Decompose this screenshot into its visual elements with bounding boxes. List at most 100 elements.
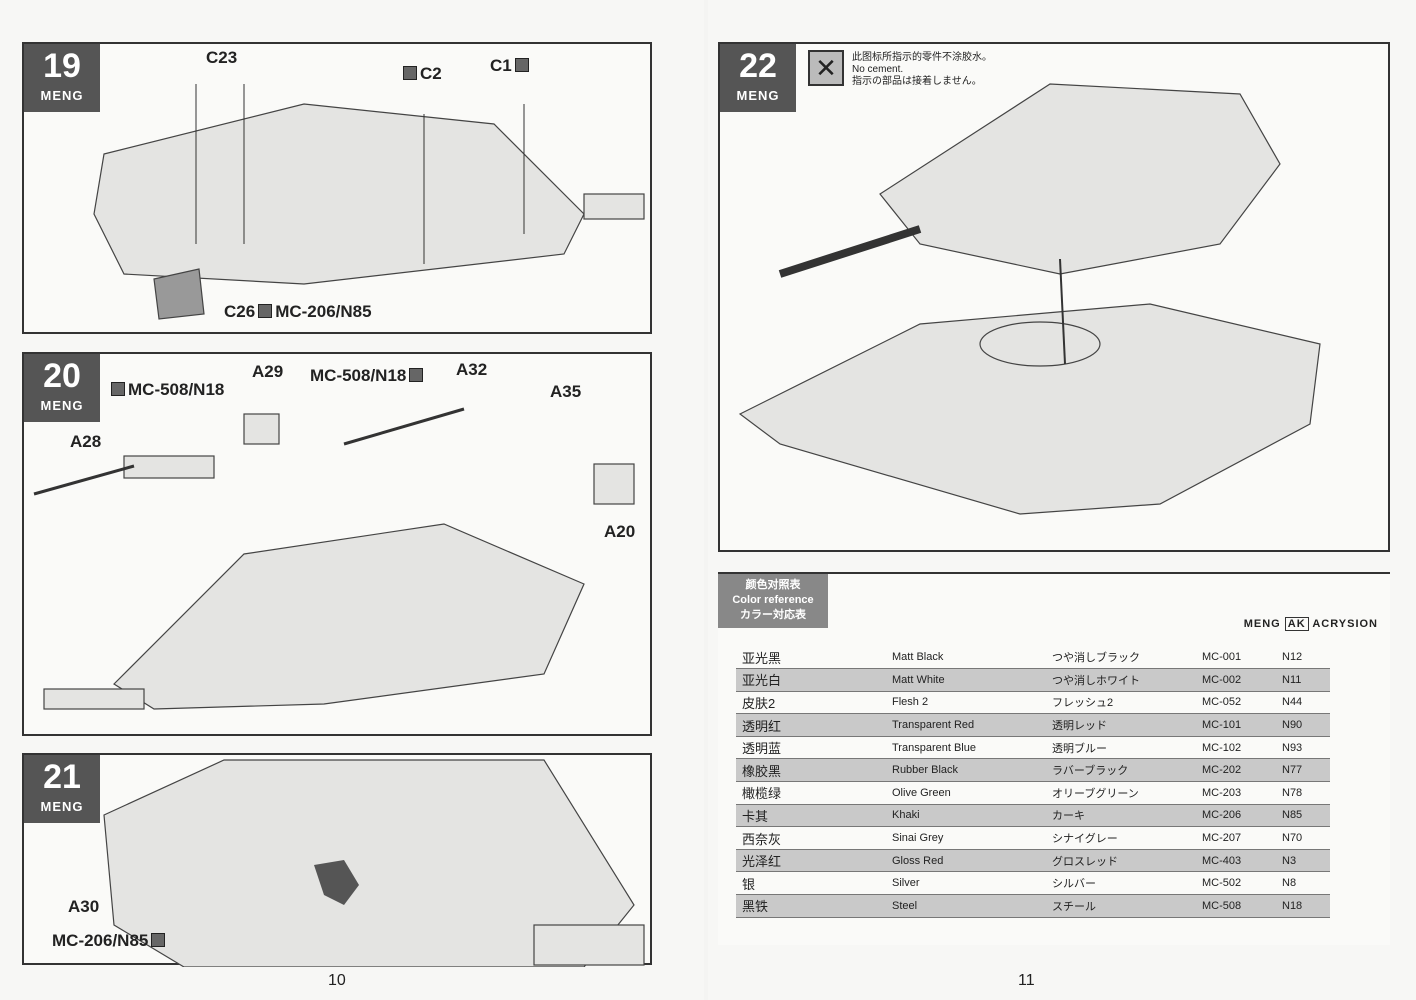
page-number: 11 [1018,972,1035,989]
part-label: C2 [400,64,442,84]
turret-closeup-illustration [103,759,645,967]
color-n-cell: N90 [1276,713,1330,737]
color-jp-cell: 透明ブルー [1052,742,1107,755]
paint-brand-logos: MENG AK ACRYSION [1243,617,1378,631]
step-number: 20 [43,357,81,395]
color-jp-cell: 透明レッド [1046,713,1196,737]
part-label: C1 [490,56,532,76]
no-cement-icon: ✕ [808,50,844,86]
color-cn-cell: 橡胶黑 [736,758,886,783]
step-number: 22 [739,47,777,85]
color-jp-cell: ラバーブラック [1046,758,1196,783]
color-en-cell: Matt Black [892,651,944,664]
color-cn-cell: 皮肤2 [742,695,776,711]
color-n-cell: N85 [1276,803,1330,828]
color-cn-cell: 西奈灰 [742,831,782,847]
no-cement-icon [403,66,417,80]
color-cn-cell: 光泽红 [736,848,886,873]
color-n-cell: N12 [1282,651,1303,664]
color-jp-cell: つや消しブラック [1052,652,1140,665]
color-mc-cell: MC-102 [1202,741,1242,754]
color-cn-cell: 亚光黑 [742,650,782,666]
part-label: C23 [206,48,238,67]
part-label: MC-508/N18 [108,380,224,400]
color-mc-cell: MC-403 [1196,848,1276,873]
color-jp-cell: シルバー [1052,878,1096,891]
part-label: A35 [550,382,582,401]
paint-swatch-icon [111,382,125,396]
color-en-cell: Transparent Blue [892,741,976,754]
color-en-cell: Khaki [886,803,1046,828]
color-cn-cell: 卡其 [736,803,886,828]
color-mc-cell: MC-101 [1196,713,1276,737]
brand-logo: MENG [40,88,84,103]
color-mc-cell: MC-002 [1196,668,1276,692]
color-mc-cell: MC-202 [1196,758,1276,783]
color-row: 银 Silver シルバー MC-502 N8 [736,872,1330,895]
color-mc-cell: MC-207 [1202,832,1242,845]
page-number: 10 [328,972,346,989]
no-cement-icon [514,58,529,72]
turret-illustration [93,84,645,320]
color-en-cell: Rubber Black [886,758,1046,783]
color-mc-cell: MC-502 [1202,877,1242,890]
turret-illustration [33,407,635,710]
color-n-cell: N70 [1282,832,1303,845]
color-jp-cell: スチール [1046,894,1196,918]
color-jp-cell: オリーブグリーン [1052,787,1139,800]
color-row: 亚光黑 Matt Black つや消しブラック MC-001 N12 [736,646,1330,669]
color-mc-cell: MC-508 [1196,894,1276,918]
color-mc-cell: MC-001 [1202,651,1242,664]
color-en-cell: Gloss Red [886,848,1046,873]
color-jp-cell: つや消しホワイト [1046,668,1196,692]
paint-swatch-icon [151,933,166,947]
part-label: A28 [70,432,102,451]
color-en-cell: Olive Green [892,786,951,799]
brand-logo: MENG [40,398,84,413]
paint-swatch-icon [258,304,273,318]
part-label: MC-508/N18 [310,366,426,386]
color-en-cell: Steel [886,894,1046,918]
color-n-cell: N44 [1282,696,1303,709]
color-n-cell: N93 [1282,741,1303,754]
color-cn-cell: 橄榄绿 [742,786,782,802]
brand-logo: MENG [40,799,84,814]
color-jp-cell: グロスレッド [1046,848,1196,873]
color-cn-cell: 亚光白 [736,668,886,692]
color-en-cell: Transparent Red [886,713,1046,737]
color-n-cell: N77 [1276,758,1330,783]
brand-logo: MENG [736,88,780,103]
color-jp-cell: シナイグレー [1052,833,1118,846]
color-n-cell: N8 [1282,877,1297,890]
part-label: A29 [252,362,284,381]
color-en-cell: Silver [892,877,920,890]
step-number: 21 [43,758,81,796]
color-mc-cell: MC-206 [1196,803,1276,828]
tank-assembly-illustration [738,83,1321,515]
color-cn-cell: 银 [742,876,756,892]
color-cn-cell: 透明蓝 [742,741,782,757]
color-n-cell: N78 [1282,786,1303,799]
part-label: A32 [456,360,488,379]
color-en-cell: Flesh 2 [892,696,929,709]
part-label: MC-206/N85 [52,931,168,951]
color-n-cell: N18 [1276,894,1330,918]
step-number: 19 [43,47,81,85]
